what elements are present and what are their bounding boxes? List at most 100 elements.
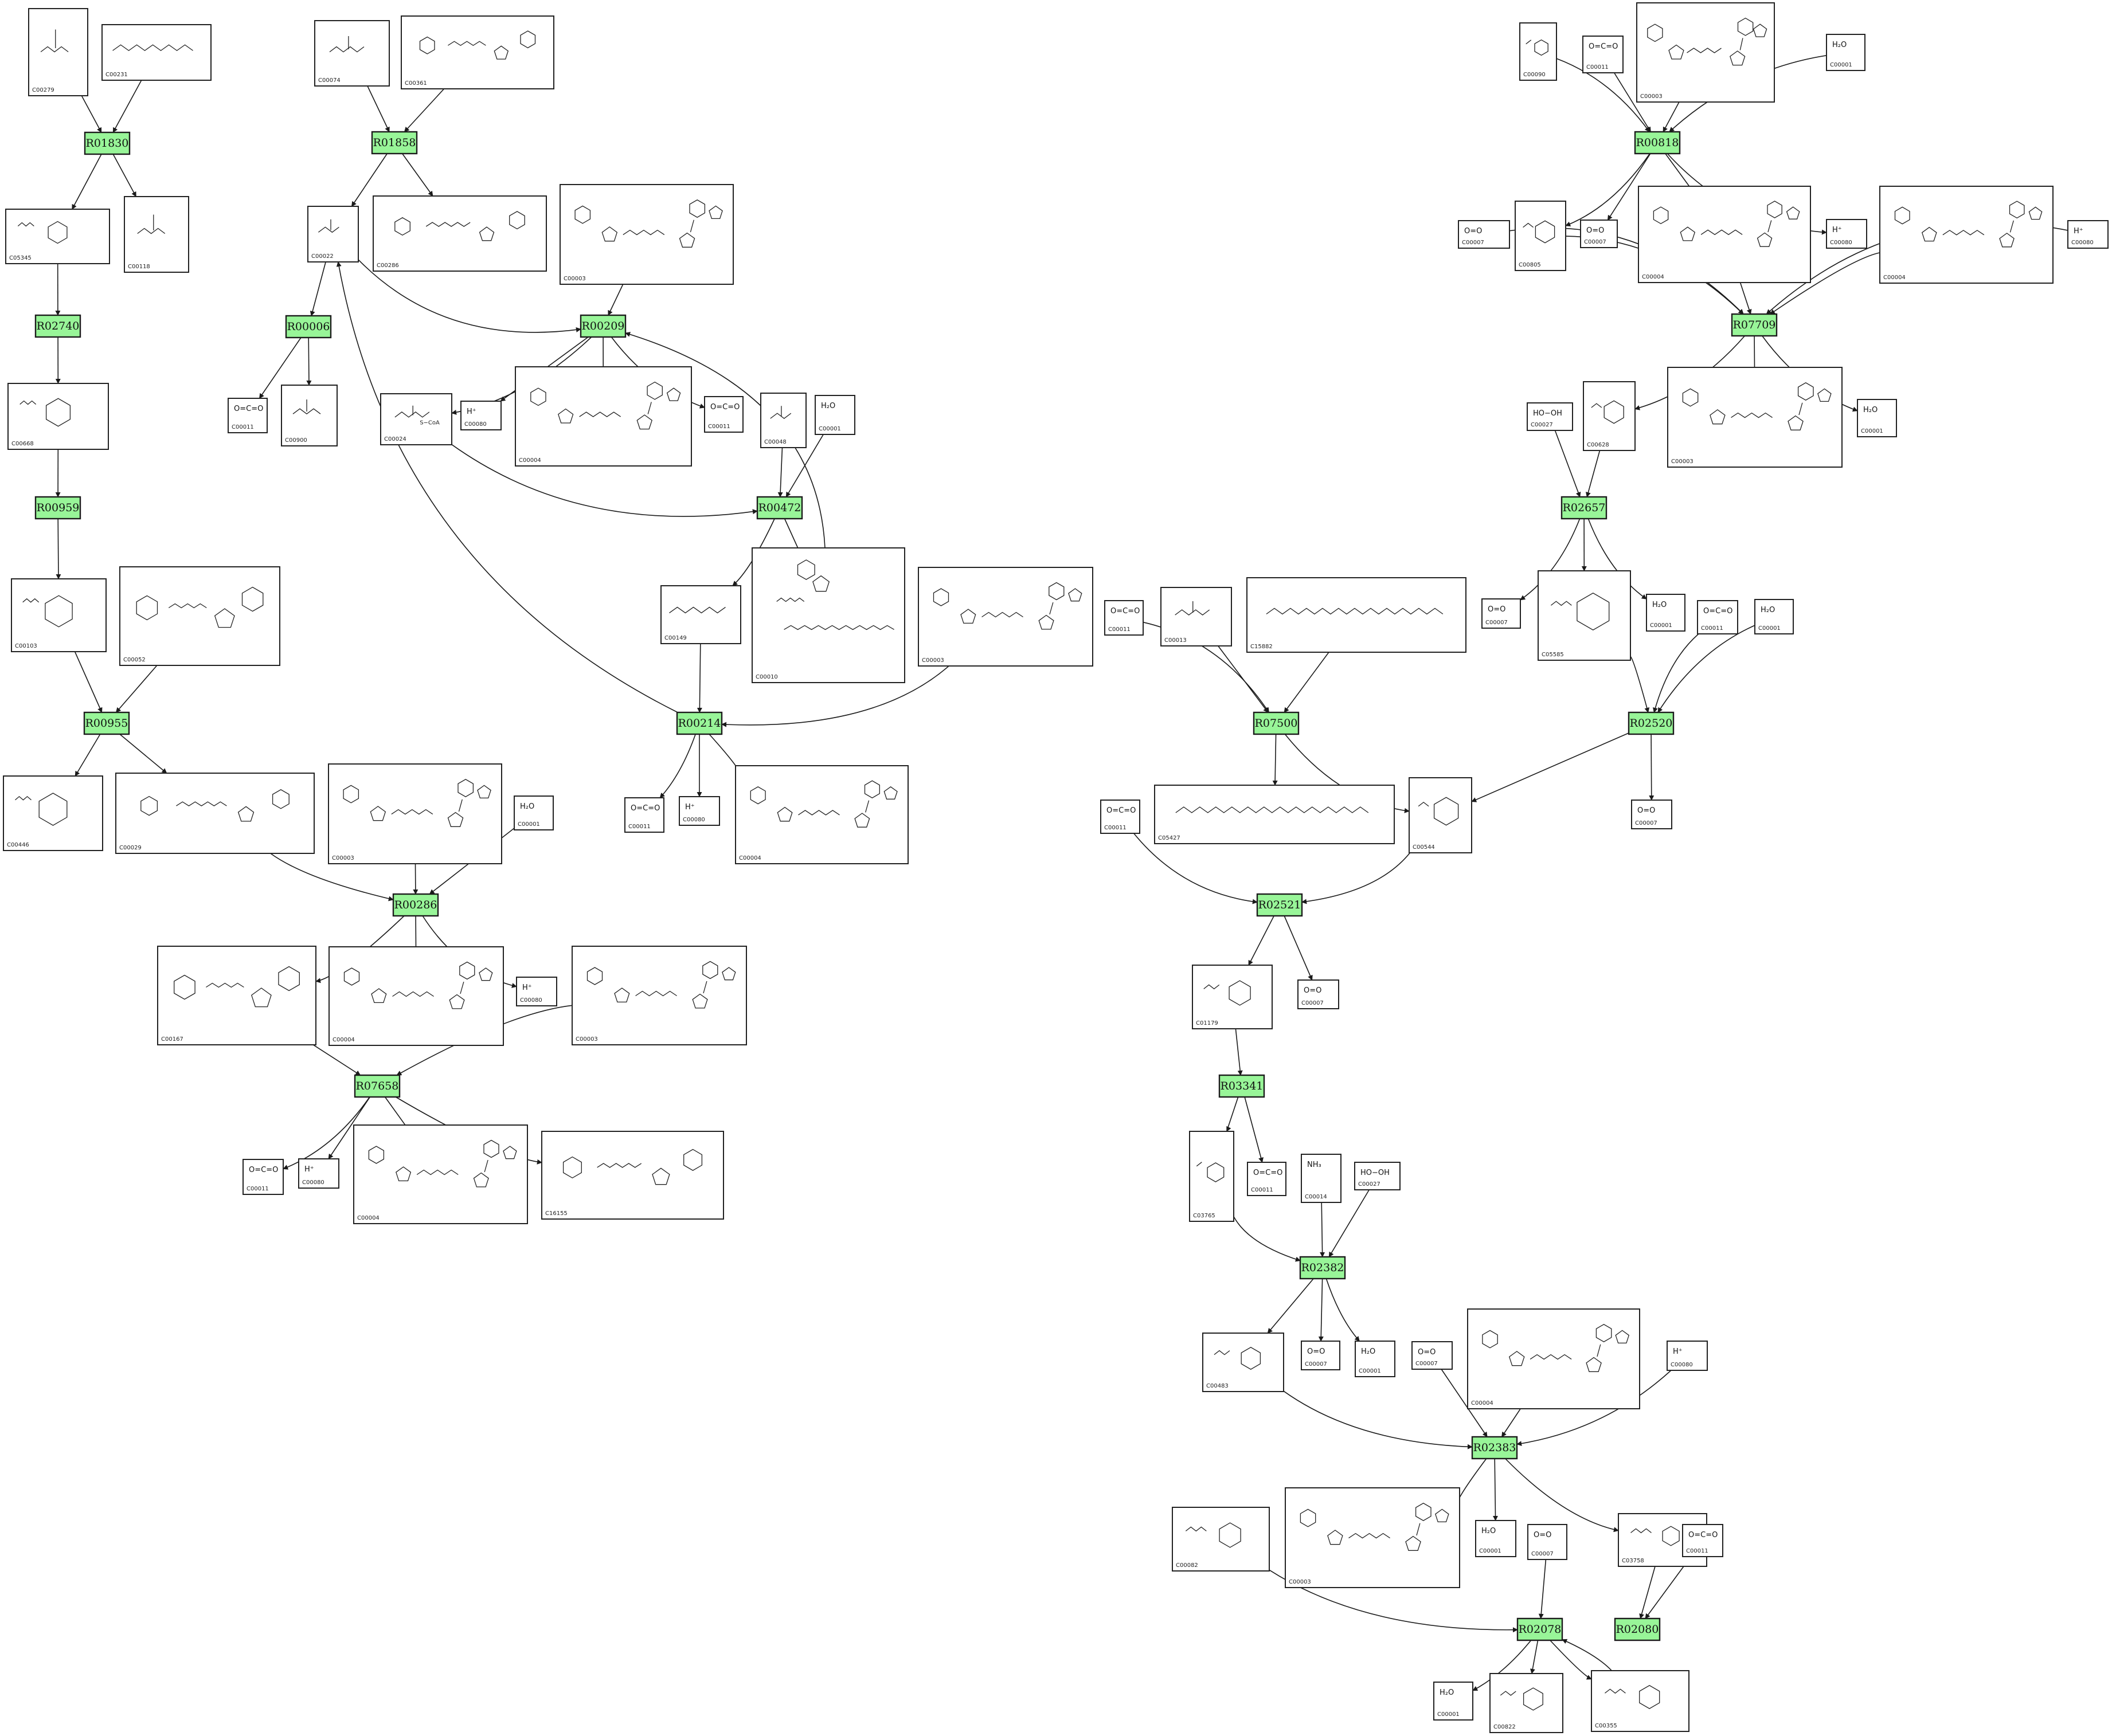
compound-c00004b[interactable]: C00004 bbox=[1879, 186, 2054, 284]
compound-c00003d[interactable]: C00003 bbox=[918, 567, 1093, 667]
reaction-node-r02383[interactable]: R02383 bbox=[1471, 1436, 1518, 1460]
compound-c00004d[interactable]: C00004 bbox=[735, 765, 909, 864]
compound-c00805[interactable]: C00805 bbox=[1515, 201, 1566, 271]
compound-c00029[interactable]: C00029 bbox=[115, 773, 315, 854]
compound-c00022[interactable]: C00022 bbox=[307, 206, 359, 262]
reaction-node-r00286[interactable]: R00286 bbox=[392, 893, 439, 917]
compound-c00004g[interactable]: C00004 bbox=[1467, 1308, 1640, 1409]
compound-c00003g[interactable]: C00003 bbox=[1285, 1487, 1460, 1588]
compound-c01179[interactable]: C01179 bbox=[1192, 965, 1273, 1029]
compound-c15882[interactable]: C15882 bbox=[1246, 577, 1466, 653]
reaction-node-r02080[interactable]: R02080 bbox=[1614, 1617, 1661, 1641]
compound-c00149[interactable]: C00149 bbox=[660, 585, 741, 644]
compound-c05345[interactable]: C05345 bbox=[5, 209, 110, 264]
compound-c00080f[interactable]: H⁺C00080 bbox=[298, 1158, 339, 1189]
compound-c00052[interactable]: C00052 bbox=[119, 566, 280, 666]
reaction-node-r00006[interactable]: R00006 bbox=[285, 315, 332, 339]
compound-c00013[interactable]: C00013 bbox=[1160, 587, 1232, 646]
compound-c00361[interactable]: C00361 bbox=[401, 15, 554, 89]
reaction-node-r00959[interactable]: R00959 bbox=[34, 496, 81, 520]
compound-c00080a[interactable]: H⁺C00080 bbox=[1826, 219, 1867, 249]
reaction-node-r01830[interactable]: R01830 bbox=[84, 131, 131, 155]
reaction-node-r00209[interactable]: R00209 bbox=[580, 314, 627, 338]
compound-c00003e[interactable]: C00003 bbox=[328, 763, 502, 864]
compound-c00286[interactable]: C00286 bbox=[373, 195, 547, 272]
compound-c00004c[interactable]: C00004 bbox=[515, 366, 692, 467]
compound-c00668[interactable]: C00668 bbox=[7, 383, 109, 450]
compound-c00080c[interactable]: H⁺C00080 bbox=[460, 401, 502, 430]
reaction-node-r00214[interactable]: R00214 bbox=[676, 711, 723, 735]
reaction-node-r00472[interactable]: R00472 bbox=[756, 496, 803, 520]
reaction-node-r02382[interactable]: R02382 bbox=[1299, 1256, 1346, 1280]
compound-c00003b[interactable]: C00003 bbox=[560, 184, 734, 285]
compound-c00004a[interactable]: C00004 bbox=[1638, 186, 1811, 283]
reaction-node-r07658[interactable]: R07658 bbox=[354, 1074, 401, 1098]
compound-c00090[interactable]: C00090 bbox=[1519, 22, 1557, 81]
compound-c00355[interactable]: C00355 bbox=[1591, 1670, 1689, 1732]
reaction-node-r00955[interactable]: R00955 bbox=[83, 711, 130, 735]
compound-c00080d[interactable]: H⁺C00080 bbox=[679, 796, 720, 826]
compound-c00080b[interactable]: H⁺C00080 bbox=[2067, 220, 2109, 249]
reaction-node-r02657[interactable]: R02657 bbox=[1560, 496, 1608, 520]
reaction-node-r02520[interactable]: R02520 bbox=[1628, 711, 1675, 735]
reaction-node-r01858[interactable]: R01858 bbox=[371, 131, 418, 155]
compound-c00118[interactable]: C00118 bbox=[124, 196, 189, 273]
compound-c00048[interactable]: C00048 bbox=[760, 393, 807, 448]
compound-c00822[interactable]: C00822 bbox=[1489, 1673, 1563, 1733]
compound-c05585[interactable]: C05585 bbox=[1538, 570, 1631, 661]
compound-c00544[interactable]: C00544 bbox=[1409, 777, 1472, 853]
compound-c00628[interactable]: C00628 bbox=[1583, 381, 1636, 451]
compound-c00446[interactable]: C00446 bbox=[3, 775, 103, 851]
compound-c00279[interactable]: C00279 bbox=[28, 8, 88, 96]
compound-c00080g[interactable]: H⁺C00080 bbox=[1667, 1341, 1708, 1371]
reaction-node-r02078[interactable]: R02078 bbox=[1516, 1617, 1563, 1641]
compound-c00004f[interactable]: C00004 bbox=[353, 1124, 528, 1224]
compound-c00003a[interactable]: C00003 bbox=[1636, 2, 1775, 103]
reaction-node-r02521[interactable]: R02521 bbox=[1256, 893, 1303, 917]
reaction-node-r00818[interactable]: R00818 bbox=[1634, 131, 1681, 155]
compound-c03765[interactable]: C03765 bbox=[1189, 1131, 1234, 1222]
compound-c00900[interactable]: C00900 bbox=[281, 385, 338, 446]
reaction-node-r07500[interactable]: R07500 bbox=[1253, 711, 1300, 735]
compound-c05427[interactable]: C05427 bbox=[1154, 785, 1395, 844]
compound-c00231[interactable]: C00231 bbox=[101, 24, 212, 81]
compound-c16155[interactable]: C16155 bbox=[541, 1131, 724, 1220]
compound-c00004e[interactable]: C00004 bbox=[328, 946, 504, 1046]
compound-c00082[interactable]: C00082 bbox=[1172, 1507, 1270, 1572]
compound-c00080e[interactable]: H⁺C00080 bbox=[516, 977, 557, 1006]
compound-c00483[interactable]: C00483 bbox=[1202, 1333, 1284, 1392]
compound-c00103[interactable]: C00103 bbox=[11, 578, 107, 652]
compound-c00074[interactable]: C00074 bbox=[314, 20, 390, 87]
